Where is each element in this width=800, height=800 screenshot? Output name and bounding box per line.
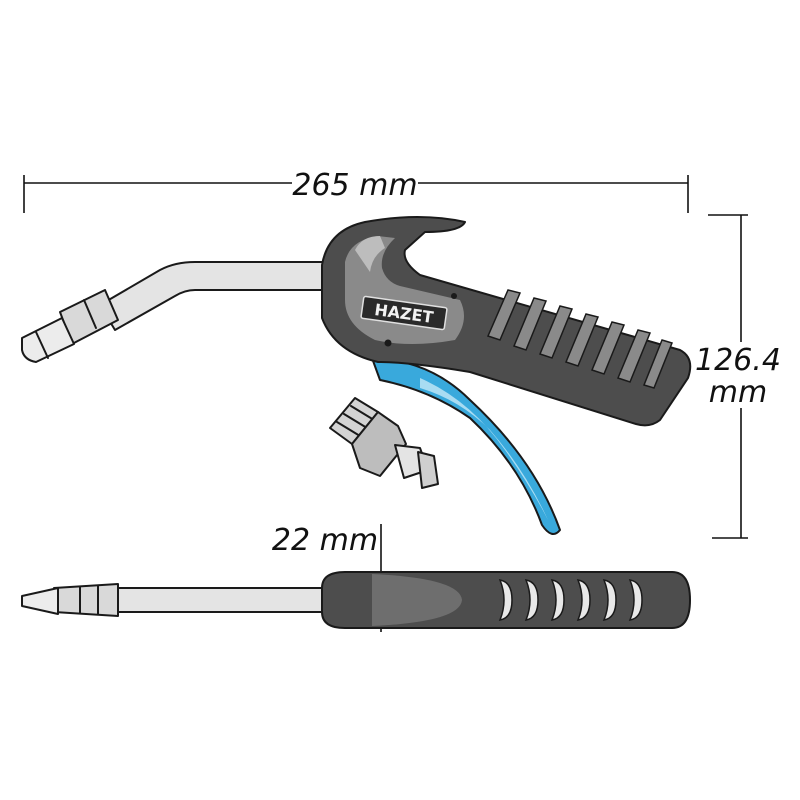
gun-body-highlight: [355, 236, 385, 272]
nozzle-tip: [21, 289, 119, 363]
adapter-tip: [417, 451, 439, 489]
width-label: 22 mm: [272, 523, 378, 558]
height-dimension: 126.4 mm: [695, 214, 781, 539]
registered-mark: [451, 293, 457, 299]
height-unit-label: mm: [709, 375, 767, 410]
air-tube: [99, 261, 331, 331]
height-value-label: 126.4: [695, 343, 781, 378]
top-nozzle: [21, 583, 119, 617]
top-grip-slots: [498, 579, 643, 621]
blow-gun-side-view-icon: HAZET: [21, 216, 692, 535]
length-dimension: 265 mm: [23, 168, 689, 213]
top-air-tube: [117, 587, 329, 613]
width-dimension: 22 mm: [272, 523, 382, 632]
trigger-highlight: [420, 378, 548, 520]
top-body-panel: [372, 574, 462, 626]
body-screw: [384, 339, 392, 347]
blow-gun-top-view-icon: [21, 571, 691, 629]
trigger: [371, 357, 561, 535]
plug-nipple-adapter-icon: [329, 397, 439, 489]
grip-slots: [486, 289, 674, 389]
length-label: 265 mm: [292, 168, 417, 203]
adapter-hex: [351, 411, 407, 477]
